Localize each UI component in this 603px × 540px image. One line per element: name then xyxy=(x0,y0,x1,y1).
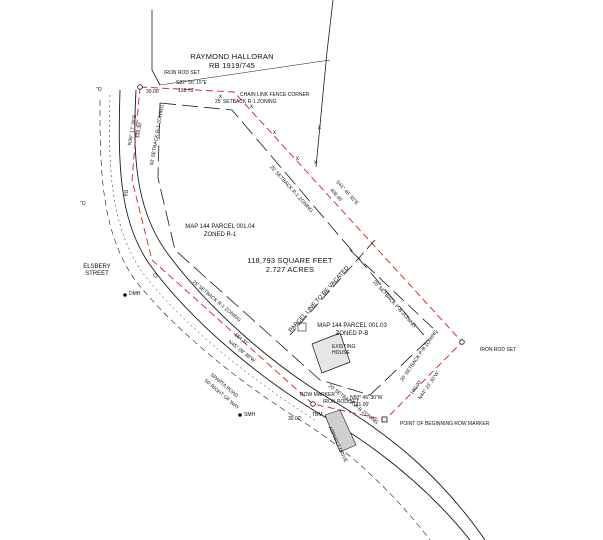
iron-rod-bottom xyxy=(310,401,316,407)
dmh-label: DMH xyxy=(129,291,141,297)
road-edge-outer xyxy=(118,89,471,540)
bearing-top: S82° 56' 15"E xyxy=(176,80,207,86)
asphalt-drive xyxy=(324,409,357,453)
fence-mark: x xyxy=(250,104,253,110)
setback-top-label: 25' SETBACK R-1 ZONING xyxy=(215,99,277,105)
dim-bottom-row: 30.00' xyxy=(288,416,302,422)
dim-top-row: 30.00' xyxy=(146,89,160,95)
pob-label: POINT OF BEGINNING ROW MARKER xyxy=(400,421,490,427)
chain-link-fence-label: CHAIN LINK FENCE CORNER xyxy=(240,92,310,98)
parcel-main-area-sqft: 118,793 SQUARE FEET xyxy=(247,256,333,265)
adjoining-tract-east-line xyxy=(315,0,334,168)
bearing-bottom: N50° 46' 30"W xyxy=(350,395,383,401)
fence-mark: x xyxy=(318,125,321,131)
fence-line xyxy=(159,59,331,86)
tbm-label: TBM xyxy=(312,412,323,418)
fence-mark: x xyxy=(273,130,276,136)
fence-mark: x xyxy=(219,94,222,100)
fence-mark: x xyxy=(296,156,299,162)
row-marker-pob xyxy=(381,416,388,423)
house-porch xyxy=(297,322,307,332)
smh-symbol xyxy=(238,413,242,417)
fence-mark: x xyxy=(314,160,317,166)
parcel-main-map: MAP 144 PARCEL 001.04 xyxy=(185,224,255,230)
adjoining-tract-boundary xyxy=(151,10,161,86)
parcel-main-area-acres: 2.727 ACRES xyxy=(265,265,315,274)
o-label-top: "O xyxy=(96,87,102,93)
dmh-symbol xyxy=(123,293,127,297)
road-edge-inner xyxy=(134,89,486,540)
existing-house xyxy=(311,332,351,374)
iron-rod-set-bottom-label: IRON ROD SET xyxy=(323,399,360,405)
parcel-main-zone: ZONED R-1 xyxy=(203,232,237,238)
o-label-mid: "O xyxy=(80,201,86,207)
iron-rod-right xyxy=(459,339,465,345)
row-marker-label: ROW MARKER xyxy=(300,392,335,398)
bearing-top-dist: 138.78' xyxy=(178,88,195,94)
existing-house-label-2: HOUSE xyxy=(332,350,350,356)
parcel-boundary xyxy=(131,86,463,421)
bearing-bottom-dist: 131.00' xyxy=(353,402,370,408)
pb-setback-line xyxy=(349,249,439,334)
street-name-2: STREET xyxy=(85,271,109,277)
smh-label: SMH xyxy=(244,412,256,418)
iron-rod-top xyxy=(137,84,143,90)
existing-house-label-1: EXISTING xyxy=(332,344,356,350)
setback-line xyxy=(157,102,429,396)
iron-rod-set-top-label: IRON ROD SET xyxy=(164,70,201,76)
parcel-adjacent-map: MAP 144 PARCEL 001.03 xyxy=(317,323,387,329)
road-edge-far xyxy=(99,99,431,540)
parcel-adjacent-zone: ZONED P-B xyxy=(335,331,369,337)
road-centerline xyxy=(109,94,316,421)
vacated-parcel-line xyxy=(289,239,376,336)
owner-name: RAYMOND HALLORAN xyxy=(190,52,274,61)
street-name-1: ELSBERY xyxy=(83,264,111,270)
owner-deed: RB 1919/745 xyxy=(209,61,255,70)
iron-rod-set-right-label: IRON ROD SET xyxy=(480,347,517,353)
